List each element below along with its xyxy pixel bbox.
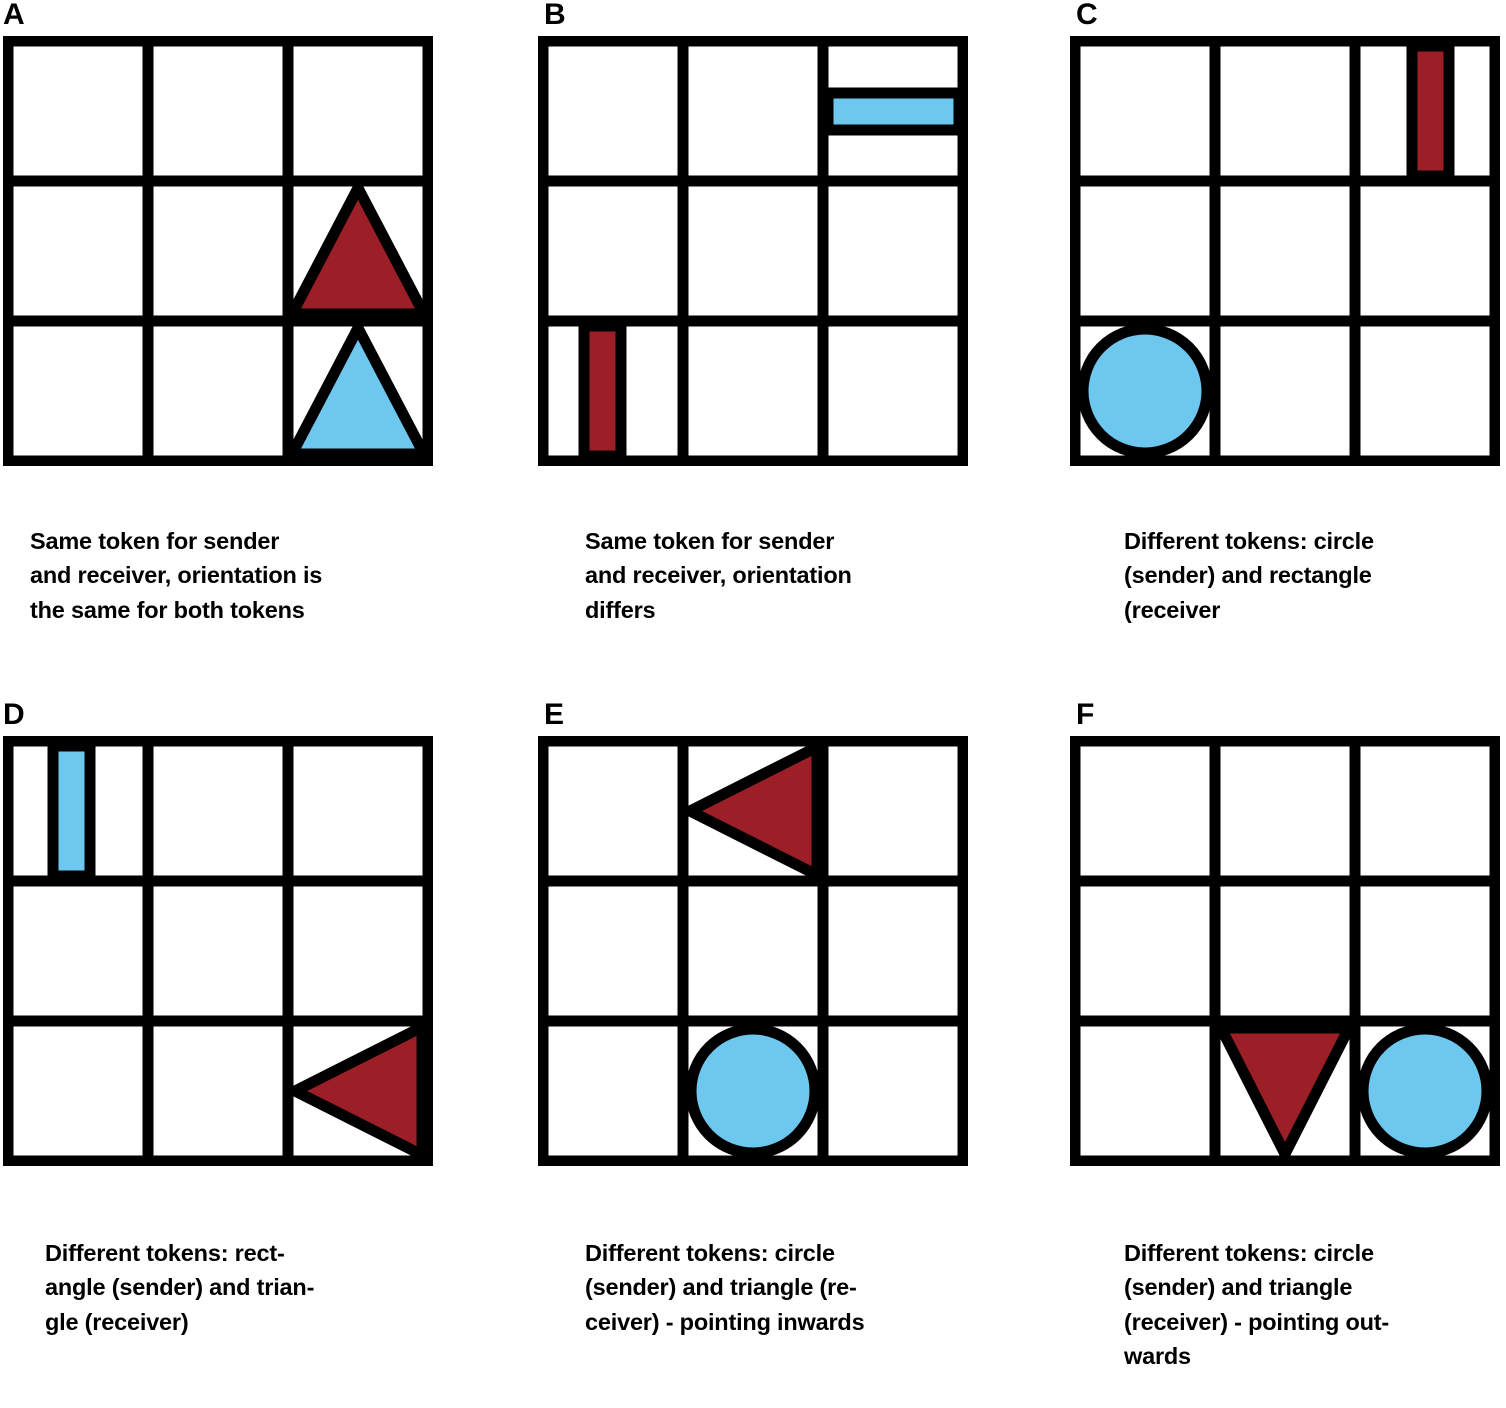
grid-f — [1070, 736, 1500, 1166]
grid-a — [3, 36, 433, 466]
token-rect-vertical-red — [1406, 40, 1455, 182]
panel-label-b: B — [544, 0, 566, 31]
panel-e: E Different tokens: circle (sender) and … — [530, 700, 1000, 1339]
grid-d-svg — [3, 736, 433, 1166]
grid-d — [3, 736, 433, 1166]
panel-a: A Same token for sender and receiver, or… — [0, 0, 470, 627]
panel-label-f: F — [1076, 698, 1094, 731]
grid-lines — [1070, 36, 1500, 466]
grid-lines — [538, 36, 968, 466]
token-triangle-left-red — [677, 738, 823, 884]
panel-b: B Same token for sender and receiver, or… — [530, 0, 1000, 627]
token-circle-blue — [1077, 323, 1213, 459]
token-rect-vertical-red — [578, 320, 627, 462]
token-triangle-up-blue — [282, 316, 433, 460]
panel-caption-e: Different tokens: circle (sender) and tr… — [585, 1240, 865, 1335]
token-rect-vertical-blue — [47, 740, 96, 882]
token-triangle-down-red — [1212, 1022, 1358, 1166]
panel-f: F Different tokens: circle (sender) and … — [1062, 700, 1506, 1373]
grid-f-svg — [1070, 736, 1500, 1166]
panel-caption-b: Same token for sender and receiver, orie… — [585, 528, 852, 623]
token-triangle-left-red — [282, 1018, 428, 1164]
token-circle-blue — [685, 1023, 821, 1159]
panel-caption-f: Different tokens: circle (sender) and tr… — [1124, 1240, 1390, 1369]
grid-a-svg — [3, 36, 433, 466]
panel-c: C Different tokens: circle (sender) and … — [1062, 0, 1506, 627]
panel-label-d: D — [3, 698, 25, 731]
grid-b-svg — [538, 36, 968, 466]
panel-caption-a: Same token for sender and receiver, orie… — [30, 528, 323, 623]
token-triangle-up-red — [282, 176, 433, 320]
grid-c-svg — [1070, 36, 1500, 466]
grid-b — [538, 36, 968, 466]
token-circle-blue — [1357, 1023, 1493, 1159]
grid-e-svg — [538, 736, 968, 1166]
panel-caption-d: Different tokens: rect- angle (sender) a… — [45, 1240, 315, 1335]
panel-d: D Different tokens: rect- angle (sender)… — [0, 700, 470, 1339]
grid-lines — [3, 736, 433, 1166]
panel-caption-c: Different tokens: circle (sender) and re… — [1124, 528, 1374, 623]
panel-label-c: C — [1076, 0, 1098, 31]
grid-c — [1070, 36, 1500, 466]
grid-lines — [1070, 736, 1500, 1166]
panel-label-a: A — [3, 0, 25, 31]
grid-e — [538, 736, 968, 1166]
token-rect-horizontal-blue — [822, 87, 965, 136]
panel-label-e: E — [544, 698, 564, 731]
